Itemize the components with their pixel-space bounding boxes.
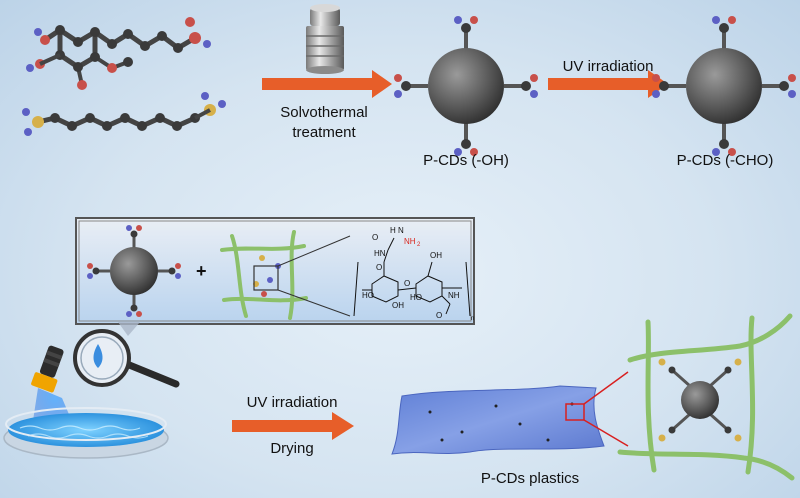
- label-pcd-oh: P-CDs (-OH): [423, 152, 509, 169]
- chem-label-o3: O: [404, 279, 410, 288]
- chem-label-n-sub: n: [471, 316, 474, 322]
- chem-label-oh1: OH: [430, 251, 442, 260]
- chem-label-n: N: [398, 226, 404, 235]
- label-uv-bottom: UV irradiation: [246, 394, 338, 411]
- arrow-solvothermal: [262, 70, 392, 98]
- inset-carbon-dot-icon: [87, 225, 181, 317]
- chem-label-ho1: HO: [362, 291, 374, 300]
- polymer-network-icon: [617, 313, 795, 481]
- magnifier-icon: [73, 329, 180, 388]
- chem-label-nh2-sub: 2: [417, 242, 421, 248]
- chem-label-h: H: [390, 226, 396, 235]
- carbon-dot-cho-icon: [652, 16, 796, 156]
- chem-label-ho2: HO: [410, 293, 422, 302]
- chem-label-nh: NH: [448, 291, 460, 300]
- carbon-dot-oh-icon: [394, 16, 538, 156]
- arrow-uv-top: [548, 70, 668, 98]
- chem-label-hn: HN: [374, 249, 386, 258]
- callout-line-top: [583, 371, 629, 405]
- autoclave-vessel-icon: [306, 4, 344, 74]
- inset-polymer-network-icon: [220, 230, 308, 320]
- chem-label-o2: O: [376, 263, 382, 272]
- chemical-structure: H N NH 2 O HN O OH O HO OH HO NH O n: [353, 226, 474, 322]
- label-plastics: P-CDs plastics: [480, 470, 580, 487]
- arrow-uv-drying: [232, 412, 354, 440]
- chem-label-oh2: OH: [392, 301, 404, 310]
- label-drying: Drying: [270, 440, 314, 457]
- petri-dish-icon: [3, 407, 169, 459]
- callout-line-bottom: [583, 419, 629, 447]
- network-carbon-dot-icon: [658, 358, 742, 442]
- label-uv-top: UV irradiation: [562, 58, 654, 75]
- inset-crosslinks: [253, 255, 281, 297]
- callout-pointer: [118, 322, 140, 336]
- precursor-molecule-2: [22, 92, 226, 136]
- inset-plus: +: [196, 261, 207, 281]
- label-treatment: treatment: [292, 124, 356, 141]
- inset-panel: [75, 217, 475, 325]
- precursor-molecule-1: [26, 17, 211, 90]
- inset-zoom-box: [253, 265, 279, 291]
- label-solvothermal: Solvothermal: [280, 104, 368, 121]
- label-pcd-cho: P-CDs (-CHO): [676, 152, 774, 169]
- chem-label-o1: O: [372, 233, 378, 242]
- chem-label-nh2: NH: [404, 237, 416, 246]
- chem-label-o4: O: [436, 311, 442, 320]
- film-highlight-box: [565, 403, 585, 421]
- plastic-film-icon: [391, 385, 605, 455]
